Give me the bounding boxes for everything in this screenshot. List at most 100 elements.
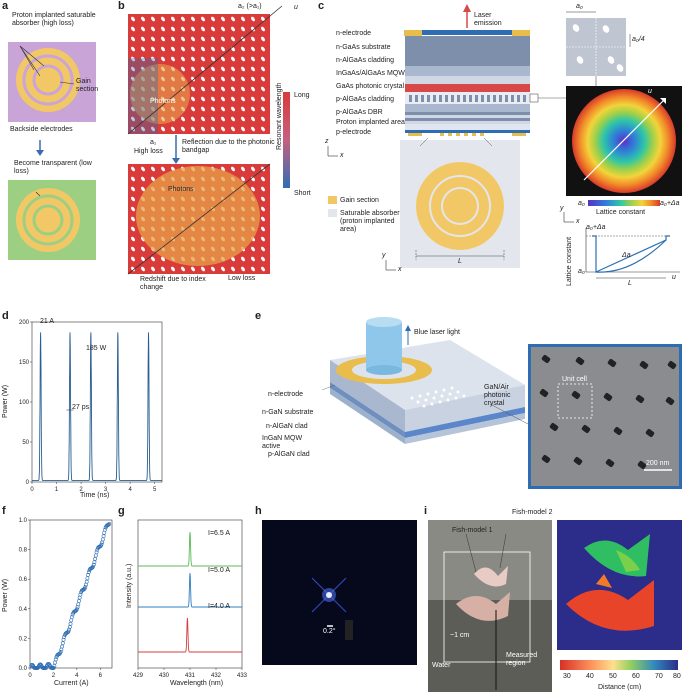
lattice-hole bbox=[131, 46, 135, 52]
lattice-hole bbox=[141, 46, 145, 52]
lattice-hole bbox=[201, 96, 205, 102]
lattice-hole bbox=[181, 36, 185, 42]
d-xtick-label-3: 3 bbox=[104, 487, 108, 493]
lattice-hole bbox=[231, 96, 235, 102]
lattice-hole bbox=[241, 176, 245, 182]
lattice-hole bbox=[261, 226, 265, 232]
lattice-hole bbox=[241, 26, 245, 32]
f-xlabel: Current (A) bbox=[54, 680, 89, 687]
lattice-hole bbox=[191, 36, 195, 42]
b-a1-label: a₁ bbox=[150, 139, 157, 146]
b-u-axis-top bbox=[127, 5, 283, 135]
lattice-hole bbox=[131, 116, 135, 122]
f-data-point bbox=[66, 629, 71, 634]
lattice-hole bbox=[191, 16, 195, 22]
lattice-hole bbox=[171, 266, 175, 272]
f-data-point bbox=[91, 564, 95, 569]
lattice-hole bbox=[261, 86, 265, 92]
lattice-hole bbox=[251, 96, 255, 102]
i-cb-tick-1: 40 bbox=[586, 673, 594, 680]
c-n-electrode-layer bbox=[405, 30, 530, 35]
d-ytick-label-4: 200 bbox=[19, 320, 30, 326]
c-y-rainbow: y bbox=[560, 205, 564, 212]
lattice-hole bbox=[261, 66, 265, 72]
i-cb-tick-4: 70 bbox=[655, 673, 663, 680]
g-series-2 bbox=[138, 617, 242, 653]
c-legend-sat: Saturable absorber (proton implanted are… bbox=[340, 210, 400, 233]
b-long: Long bbox=[294, 92, 310, 99]
f-data-point bbox=[94, 550, 99, 555]
lattice-hole bbox=[221, 16, 225, 22]
f-data-point bbox=[62, 635, 67, 639]
i-cb-tick-3: 60 bbox=[632, 673, 640, 680]
lattice-hole bbox=[221, 36, 225, 42]
lattice-hole bbox=[131, 196, 135, 202]
f-data-point bbox=[78, 592, 83, 597]
lattice-hole bbox=[231, 256, 235, 262]
f-xtick-label-1: 2 bbox=[52, 673, 56, 679]
lattice-hole bbox=[221, 96, 225, 102]
lattice-hole bbox=[161, 126, 165, 132]
f-data-point bbox=[86, 570, 91, 575]
i-cb-tick-5: 80 bbox=[673, 673, 681, 680]
c-lat-da: Δa bbox=[622, 252, 631, 259]
lattice-hole bbox=[141, 16, 145, 22]
c-x-axis-2: x bbox=[398, 266, 402, 273]
lattice-hole bbox=[201, 46, 205, 52]
lattice-hole bbox=[251, 106, 255, 112]
lattice-hole bbox=[241, 106, 245, 112]
f-ytick-label-2: 0.4 bbox=[19, 607, 28, 613]
lattice-hole bbox=[231, 66, 235, 72]
lattice-hole bbox=[131, 16, 135, 22]
lattice-hole bbox=[251, 46, 255, 52]
c-a0-4: a₀/4 bbox=[632, 36, 645, 43]
lattice-hole bbox=[241, 46, 245, 52]
lattice-hole bbox=[201, 116, 205, 122]
b-u-axis-bottom bbox=[127, 163, 271, 275]
lattice-hole bbox=[251, 66, 255, 72]
lattice-hole bbox=[261, 26, 265, 32]
g-label-2: I=4.0 A bbox=[208, 603, 230, 610]
lattice-hole bbox=[251, 256, 255, 262]
i-dist-label: Distance (cm) bbox=[598, 684, 642, 691]
lattice-hole bbox=[261, 56, 265, 62]
lattice-hole bbox=[251, 246, 255, 252]
b-photon-region-bottom bbox=[136, 166, 260, 266]
f-data-point bbox=[101, 534, 106, 539]
lattice-hole bbox=[261, 16, 265, 22]
lattice-hole bbox=[221, 86, 225, 92]
lattice-hole bbox=[211, 26, 215, 32]
c-layer-8: p-electrode bbox=[336, 129, 372, 136]
i-fish-2-depth bbox=[566, 580, 654, 631]
lattice-hole bbox=[191, 26, 195, 32]
h-farfield-image bbox=[262, 520, 417, 665]
lattice-hole bbox=[161, 266, 165, 272]
lattice-hole bbox=[211, 106, 215, 112]
lattice-hole bbox=[211, 46, 215, 52]
i-fish1: Fish-model 1 bbox=[452, 527, 493, 534]
b-photon-region-top bbox=[130, 64, 190, 124]
lattice-hole bbox=[181, 26, 185, 32]
lattice-hole bbox=[251, 76, 255, 82]
lattice-hole bbox=[241, 116, 245, 122]
g-series-0 bbox=[138, 531, 242, 567]
lattice-hole bbox=[151, 16, 155, 22]
i-measured: Measured region bbox=[506, 652, 538, 667]
lattice-hole bbox=[231, 166, 235, 172]
lattice-hole bbox=[211, 16, 215, 22]
lattice-hole bbox=[211, 266, 215, 272]
d-ytick-label-2: 100 bbox=[19, 400, 30, 406]
b-photons-bottom: Photons bbox=[168, 186, 194, 193]
b-redshift: Redshift due to index change bbox=[140, 276, 206, 291]
lattice-hole bbox=[181, 66, 185, 72]
lattice-hole bbox=[171, 126, 175, 132]
i-cb-tick-2: 50 bbox=[609, 673, 617, 680]
lattice-hole bbox=[221, 56, 225, 62]
lattice-hole bbox=[181, 46, 185, 52]
lattice-hole bbox=[261, 36, 265, 42]
g-series-1 bbox=[138, 572, 242, 608]
